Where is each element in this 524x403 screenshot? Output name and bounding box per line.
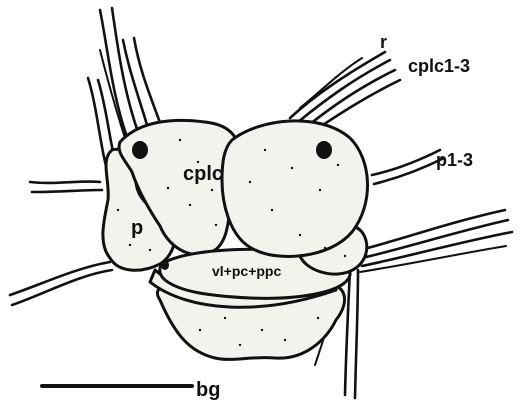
label-r: r: [380, 32, 387, 52]
right-eye: [316, 141, 332, 159]
statocyst: [161, 260, 169, 270]
label-vl-pc-ppc: vl+pc+ppc: [212, 263, 281, 279]
label-cplc: cplc: [183, 163, 223, 185]
label-cplc1-3: cplc1-3: [408, 56, 470, 76]
nerve-bundle-upper-left: [100, 8, 162, 140]
label-p1-3: p1-3: [436, 150, 473, 170]
label-bg: bg: [196, 379, 220, 401]
label-p: p: [131, 217, 143, 239]
nerve-bundle-lower-left: [10, 262, 112, 305]
left-eye: [132, 141, 148, 159]
right-cerebropleural-ganglion: [222, 121, 368, 257]
